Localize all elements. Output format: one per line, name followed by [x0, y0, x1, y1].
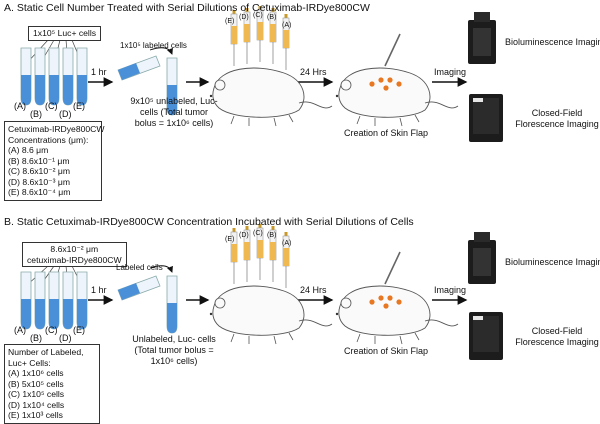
panel-a-labeled-cells: 1x10⁵ labeled cells	[120, 41, 187, 50]
panel-b-step-imaging: Imaging	[434, 285, 467, 295]
panel-a-syringe-label-a: (A)	[282, 22, 292, 29]
panel-b-tube-label-b: (B)	[30, 333, 42, 343]
panel-b-skin-flap: Creation of Skin Flap	[344, 346, 429, 356]
panel-b-closed-field-line-2: Florescence Imaging	[515, 337, 599, 347]
panel-a-closed-field-line-1: Closed-Field	[531, 108, 583, 118]
panel-b-source-line-2: cetuximab-IRDye800CW	[27, 254, 122, 265]
panel-a-tube-label-c: (C)	[45, 101, 58, 111]
panel-b-unlabeled-line-3: 1x10⁶ cells)	[150, 356, 198, 366]
panel-a-graphics	[20, 5, 503, 142]
panel-b-unlabeled-text: Unlabeled, Luc- cells (Total tumor bolus…	[124, 334, 224, 367]
panel-b-source-line-1: 8.6x10⁻² μm	[50, 244, 99, 254]
panel-a-legend-item: (E) 8.6x10⁻⁴ μm	[8, 187, 71, 197]
panel-a-skin-flap: Creation of Skin Flap	[344, 128, 429, 138]
panel-a-tube-label-b: (B)	[30, 109, 42, 119]
panel-a-legend-item: (A) 8.6 μm	[8, 145, 49, 155]
panel-b-tube-label-d: (D)	[59, 333, 72, 343]
panel-b-source-box: 8.6x10⁻² μm cetuximab-IRDye800CW	[22, 242, 127, 267]
panel-b-graphics	[20, 223, 503, 360]
panel-b-legend-item: (A) 1x10⁶ cells	[8, 368, 64, 378]
panel-b-step-1hr: 1 hr	[91, 285, 107, 295]
panel-a-legend-item: (C) 8.6x10⁻² μm	[8, 166, 71, 176]
panel-b-legend-item: (E) 1x10³ cells	[8, 410, 63, 420]
panel-a-unlabeled-line-3: bolus = 1x10⁶ cells)	[134, 118, 214, 128]
panel-b-labeled-cells: Labeled cells	[116, 263, 163, 272]
panel-a-unlabeled-text: 9x10⁵ unlabeled, Luc- cells (Total tumor…	[126, 96, 222, 129]
panel-b-legend: Number of Labeled, Luc+ Cells: (A) 1x10⁶…	[4, 344, 100, 424]
panel-a-source-box: 1x10⁵ Luc+ cells	[28, 26, 102, 41]
panel-b-closed-field: Closed-Field Florescence Imaging	[514, 326, 600, 348]
panel-a-legend: Cetuximab-IRDye800CW Concentrations (μm)…	[4, 121, 105, 201]
panel-a-syringe-label-c: (C)	[253, 12, 263, 19]
panel-a-legend-item: (D) 8.6x10⁻³ μm	[8, 176, 71, 187]
panel-b-legend-item: (D) 1x10⁴ cells	[8, 399, 65, 410]
panel-a-unlabeled-line-1: 9x10⁵ unlabeled, Luc-	[130, 96, 218, 106]
panel-a-bioluminescence: Bioluminescence Imaging	[505, 37, 600, 47]
panel-a-legend-item: (B) 8.6x10⁻¹ μm	[8, 155, 70, 166]
panel-b-legend-title-1: Number of Labeled,	[8, 347, 84, 357]
panel-a-tube-label-d: (D)	[59, 109, 72, 119]
panel-b-syringe-label-b: (B)	[267, 232, 277, 239]
panel-b-step-24hrs: 24 Hrs	[300, 285, 327, 295]
panel-b-legend-title-2: Luc+ Cells:	[8, 357, 51, 368]
panel-b-syringe-label-e: (E)	[225, 236, 235, 243]
panel-b-closed-field-line-1: Closed-Field	[531, 326, 583, 336]
panel-b-unlabeled-line-1: Unlabeled, Luc- cells	[132, 334, 216, 344]
panel-a-syringe-label-d: (D)	[239, 14, 249, 21]
panel-a-step-imaging: Imaging	[434, 67, 467, 77]
panel-a-closed-field: Closed-Field Florescence Imaging	[514, 108, 600, 130]
panel-b-syringe-label-c: (C)	[253, 230, 263, 237]
panel-a-tube-label-a: (A)	[14, 101, 26, 111]
panel-b-syringe-label-a: (A)	[282, 240, 292, 247]
panel-a-step-1hr: 1 hr	[91, 67, 107, 77]
panel-b-syringe-label-d: (D)	[239, 232, 249, 239]
panel-b-legend-item: (B) 5x10⁵ cells	[8, 378, 64, 389]
panel-b-unlabeled-line-2: (Total tumor bolus =	[134, 345, 214, 355]
panel-b-bioluminescence: Bioluminescence Imaging	[505, 257, 600, 267]
panel-a-unlabeled-line-2: cells (Total tumor	[139, 107, 209, 117]
panel-a-tube-label-e: (E)	[73, 101, 85, 111]
panel-a-title: A. Static Cell Number Treated with Seria…	[4, 2, 370, 14]
panel-a-legend-title-1: Cetuximab-IRDye800CW	[8, 124, 105, 134]
panel-a-closed-field-line-2: Florescence Imaging	[515, 119, 599, 129]
panel-b-tube-label-e: (E)	[73, 325, 85, 335]
panel-a-step-24hrs: 24 Hrs	[300, 67, 327, 77]
panel-b-tube-label-c: (C)	[45, 325, 58, 335]
panel-b-tube-label-a: (A)	[14, 325, 26, 335]
panel-b-title: B. Static Cetuximab-IRDye800CW Concentra…	[4, 216, 414, 228]
panel-a-syringe-label-e: (E)	[225, 18, 235, 25]
panel-a-source-label: 1x10⁵ Luc+ cells	[33, 28, 97, 38]
panel-b-legend-item: (C) 1x10⁵ cells	[8, 389, 65, 399]
panel-a-legend-title-2: Concentrations (μm):	[8, 134, 89, 145]
panel-a-syringe-label-b: (B)	[267, 14, 277, 21]
